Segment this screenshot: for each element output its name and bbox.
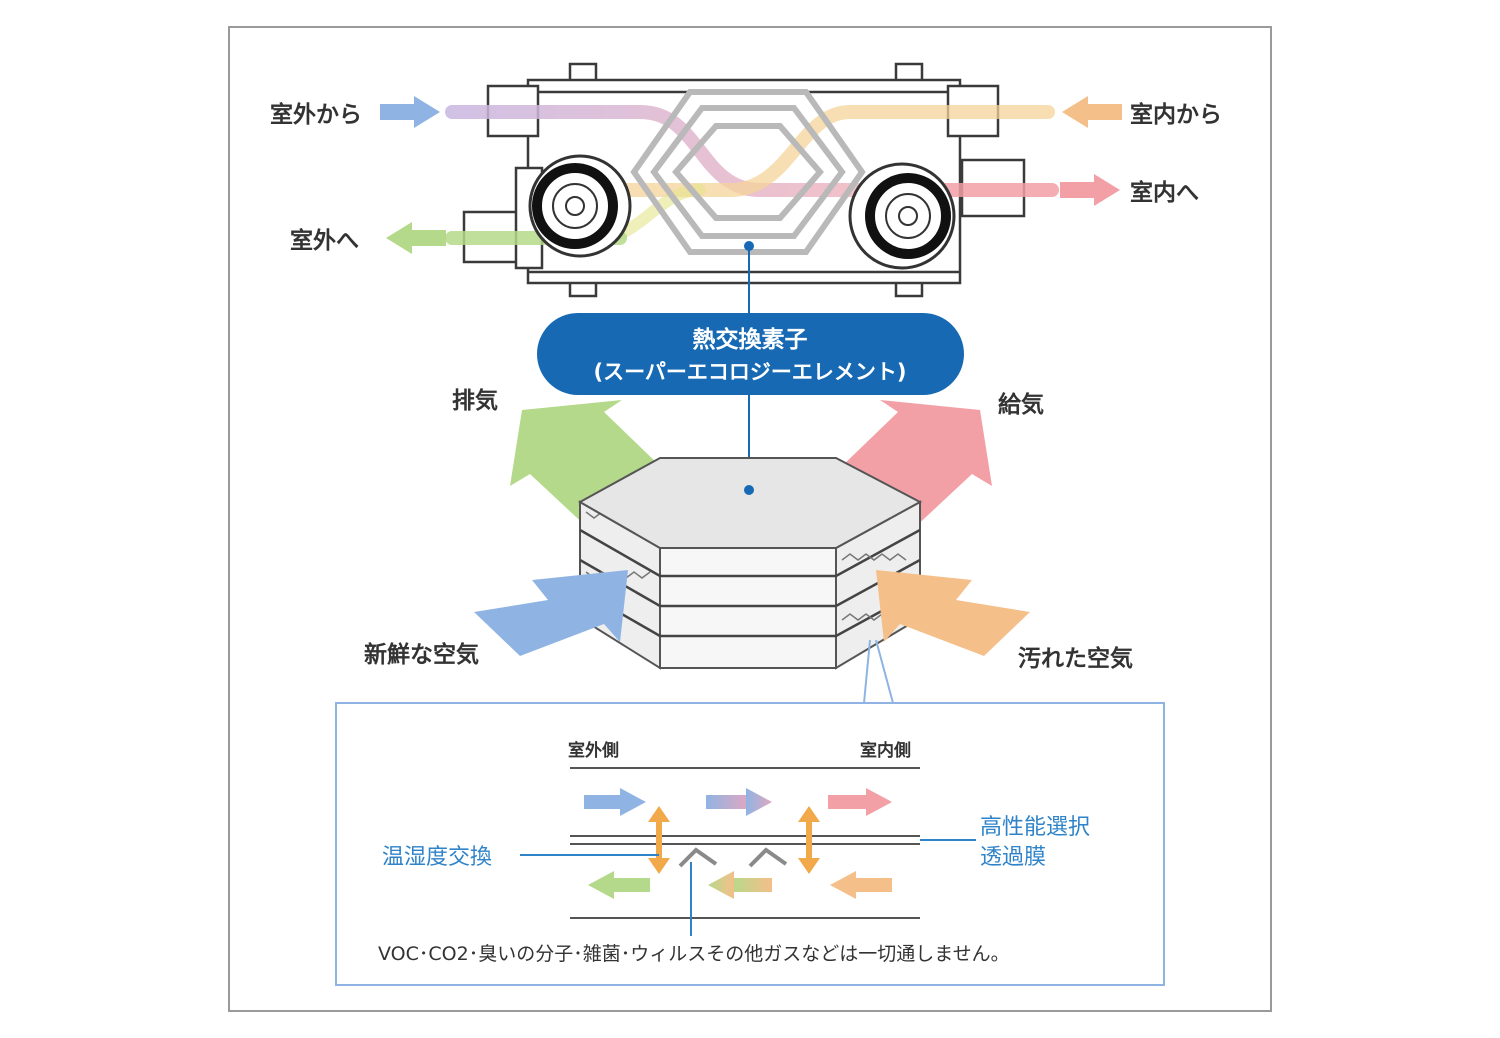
label-heat-humidity-exchange: 温湿度交換 bbox=[382, 845, 492, 870]
label-indoor-side: 室内側 bbox=[860, 740, 911, 761]
arrow-indoor-in bbox=[1062, 96, 1122, 128]
detail-arrow-bottom-mixed bbox=[708, 871, 772, 899]
element-title: 熱交換素子 bbox=[693, 326, 808, 353]
label-outdoor-out: 室外へ bbox=[290, 227, 359, 254]
heat-exchanger-core-top bbox=[630, 89, 866, 255]
label-indoor-out: 室内へ bbox=[1130, 179, 1199, 206]
detail-walls bbox=[570, 767, 920, 919]
label-membrane-line1: 高性能選択 bbox=[980, 815, 1090, 840]
detail-arrow-top-pink bbox=[828, 788, 892, 816]
detail-arrow-bottom-green bbox=[588, 871, 650, 899]
internal-flow-paths bbox=[445, 105, 1059, 245]
arrow-outdoor-out bbox=[386, 222, 446, 254]
label-fresh-air: 新鮮な空気 bbox=[364, 641, 479, 668]
label-indoor-in: 室内から bbox=[1130, 101, 1222, 128]
arrow-indoor-out bbox=[1060, 174, 1120, 206]
label-membrane-line2: 透過膜 bbox=[980, 845, 1046, 870]
blocked-arrows bbox=[678, 847, 788, 868]
label-outdoor-side: 室外側 bbox=[568, 740, 619, 761]
detail-callout-lines bbox=[863, 639, 894, 704]
detail-arrow-top-blue bbox=[584, 788, 646, 816]
element-callout-dot bbox=[744, 485, 754, 495]
element-label-pill: 熱交換素子 (スーパーエコロジーエレメント) bbox=[537, 313, 964, 395]
detail-arrow-top-mixed bbox=[706, 788, 772, 816]
detail-note: VOC･CO2･臭いの分子･雑菌･ウィルスその他ガスなどは一切通しません。 bbox=[378, 943, 1010, 965]
element-subtitle: (スーパーエコロジーエレメント) bbox=[594, 360, 907, 384]
label-exhaust: 排気 bbox=[452, 387, 498, 414]
fan-left bbox=[528, 154, 632, 258]
label-supply: 給気 bbox=[998, 391, 1044, 418]
fan-right bbox=[848, 162, 956, 270]
arrow-fresh-air bbox=[474, 570, 628, 656]
exchange-arrow-right bbox=[798, 806, 820, 874]
detail-arrow-bottom-orange bbox=[830, 871, 892, 899]
label-outdoor-in: 室外から bbox=[270, 101, 362, 128]
arrow-dirty-air bbox=[876, 570, 1030, 656]
label-dirty-air: 汚れた空気 bbox=[1018, 645, 1133, 672]
exchange-arrow-left bbox=[648, 806, 670, 874]
arrow-outdoor-in bbox=[380, 96, 440, 128]
